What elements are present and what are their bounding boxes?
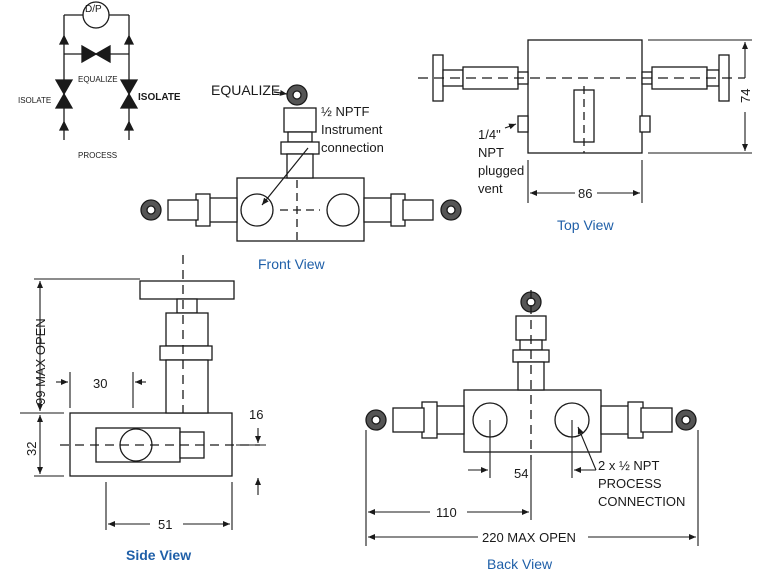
top-dim-74: 74	[738, 89, 753, 103]
side-view-title: Side View	[126, 547, 191, 563]
back-dim-54: 54	[514, 466, 528, 481]
front-right-port	[326, 193, 360, 227]
back-view-drawing	[365, 290, 697, 460]
front-view-drawing	[140, 84, 462, 242]
side-view-drawing	[60, 255, 260, 477]
front-conn-line2: Instrument	[321, 122, 383, 137]
top-vent-line4: vent	[478, 181, 503, 196]
isolate-right-valve-symbol	[119, 79, 139, 96]
front-equalize-label: EQUALIZE	[211, 82, 280, 98]
back-dim-110: 110	[436, 505, 457, 520]
back-conn-line3: CONNECTION	[598, 494, 685, 509]
schematic-process-label: PROCESS	[78, 151, 117, 160]
top-view-drawing	[418, 39, 745, 154]
schematic-isolate-left-label: ISOLATE	[18, 96, 51, 105]
top-vent-line3: plugged	[478, 163, 524, 178]
isolate-left-valve-symbol	[54, 79, 74, 96]
equalize-valve-symbol	[81, 44, 98, 64]
back-conn-line1: 2 x ½ NPT	[598, 458, 659, 473]
side-dim-32: 32	[24, 442, 39, 456]
back-dim-220: 220 MAX OPEN	[482, 530, 576, 545]
schematic-isolate-right-label: ISOLATE	[138, 92, 181, 103]
back-view-title: Back View	[487, 556, 553, 572]
valve-schematic	[54, 1, 139, 140]
front-conn-line3: connection	[321, 140, 384, 155]
front-view-title: Front View	[258, 256, 326, 272]
top-view-title: Top View	[557, 217, 614, 233]
schematic-equalize-label: EQUALIZE	[78, 75, 118, 84]
side-dim-99: 99 MAX OPEN	[33, 318, 48, 405]
side-dim-51: 51	[158, 517, 172, 532]
front-left-port	[240, 193, 274, 227]
side-dim-16: 16	[249, 407, 263, 422]
dp-label: D/P	[85, 4, 102, 15]
front-conn-line1: ½ NPTF	[321, 104, 369, 119]
side-view-handle	[139, 280, 235, 300]
top-dim-86: 86	[578, 186, 592, 201]
top-vent-line2: NPT	[478, 145, 504, 160]
top-vent-line1: 1/4"	[478, 127, 501, 142]
side-dim-30: 30	[93, 376, 107, 391]
back-conn-line2: PROCESS	[598, 476, 662, 491]
